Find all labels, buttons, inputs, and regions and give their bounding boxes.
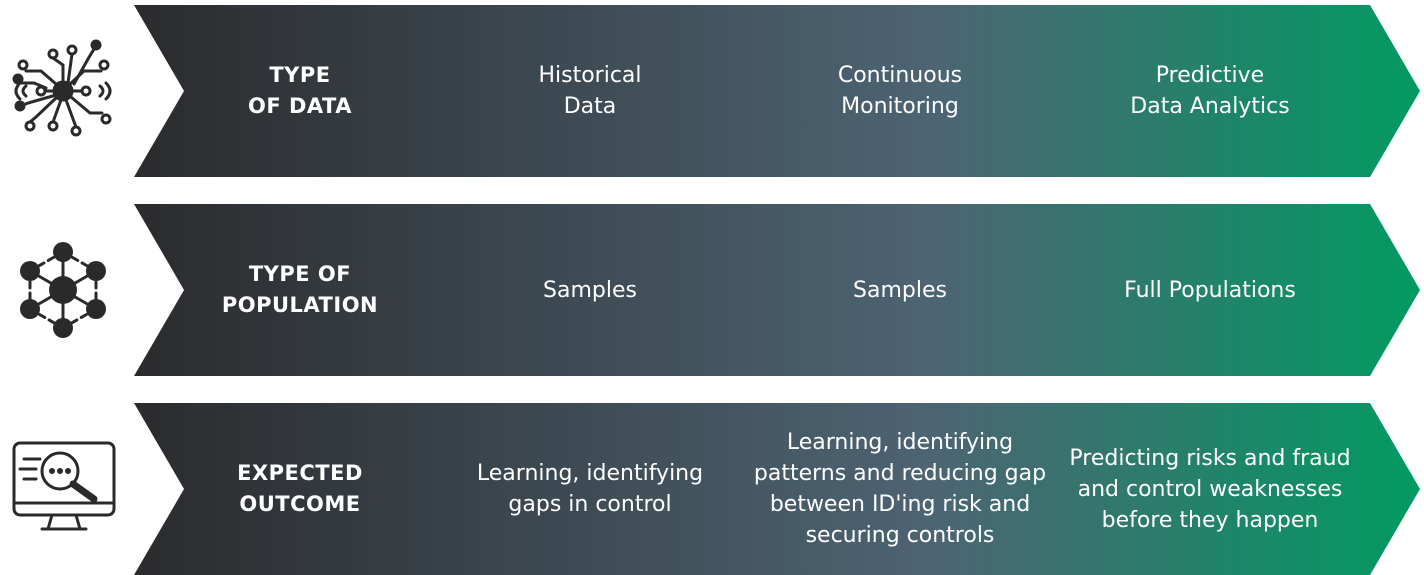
hub-network-icon — [6, 230, 120, 350]
stage-continuous-cell: Learning, identifying patterns and reduc… — [753, 430, 1047, 548]
row-heading: TYPE OF POPULATION — [221, 262, 379, 317]
row-heading: TYPE OF DATA — [247, 63, 352, 118]
circuit-network-icon — [6, 31, 120, 151]
monitor-magnifier-icon — [6, 429, 120, 549]
stage-continuous-cell: Continuous Monitoring — [837, 63, 963, 119]
row-type-of-data: TYPE OF DATA Historical Data Continuous … — [0, 5, 1424, 177]
stage-historical-cell: Learning, identifying gaps in control — [476, 461, 704, 517]
row-heading: EXPECTED OUTCOME — [237, 461, 363, 516]
stage-predictive-cell: Predicting risks and fraud and control w… — [1069, 445, 1351, 533]
stage-historical-cell: Historical Data — [538, 63, 642, 119]
gradient-arrow-band — [134, 5, 1420, 177]
row-type-of-population: TYPE OF POPULATION Samples Samples Full … — [0, 204, 1424, 376]
stage-historical-cell: Samples — [543, 277, 637, 303]
gradient-arrow-band — [134, 403, 1420, 575]
stage-predictive-cell: Predictive Data Analytics — [1130, 63, 1290, 119]
stage-predictive-cell: Full Populations — [1124, 277, 1296, 303]
row-expected-outcome: EXPECTED OUTCOME Learning, identifying g… — [0, 403, 1424, 575]
gradient-arrow-band — [134, 204, 1420, 376]
stage-continuous-cell: Samples — [853, 277, 947, 303]
